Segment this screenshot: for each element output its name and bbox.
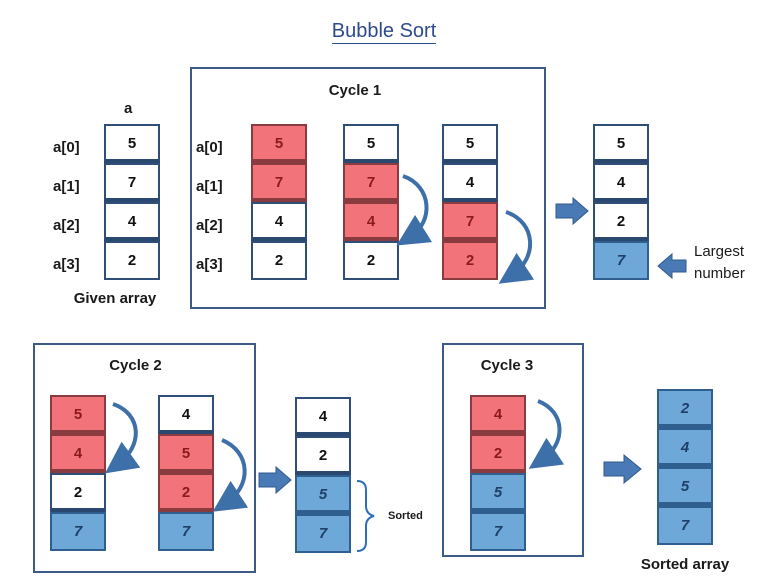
swap-cell: 4 — [50, 434, 106, 473]
cycle-1-heading: Cycle 1 — [328, 82, 382, 99]
array-cell: 5 — [104, 124, 160, 163]
index-label: a[1] — [53, 178, 80, 195]
sorted-array-column: 2 4 5 7 — [657, 389, 713, 545]
cycle-2-step-1-column: 5 4 2 7 — [50, 395, 106, 551]
cycle-2-step-2-column: 4 5 2 7 — [158, 395, 214, 551]
sorted-cell: 7 — [470, 512, 526, 551]
array-cell: 4 — [251, 202, 307, 241]
sorted-cell: 4 — [657, 428, 713, 467]
array-cell: 5 — [593, 124, 649, 163]
array-cell: 2 — [295, 436, 351, 475]
sorted-array-caption: Sorted array — [640, 556, 730, 573]
cycle-1-step-2-column: 5 7 4 2 — [343, 124, 399, 280]
swap-cell: 7 — [442, 202, 498, 241]
swap-cell: 5 — [158, 434, 214, 473]
sorted-cell: 5 — [470, 473, 526, 512]
swap-cell: 7 — [251, 163, 307, 202]
array-cell: 4 — [158, 395, 214, 434]
sorted-bracket-label: Sorted — [388, 510, 423, 522]
array-cell: 2 — [251, 241, 307, 280]
after-cycle-1-column: 5 4 2 7 — [593, 124, 649, 280]
array-cell: 2 — [50, 473, 106, 512]
array-cell: 5 — [343, 124, 399, 163]
sorted-cell: 2 — [657, 389, 713, 428]
swap-cell: 4 — [343, 202, 399, 241]
index-label: a[0] — [196, 139, 223, 156]
sorted-cell: 7 — [593, 241, 649, 280]
array-cell: 2 — [104, 241, 160, 280]
after-cycle-2-column: 4 2 5 7 — [295, 397, 351, 553]
array-cell: 4 — [104, 202, 160, 241]
array-cell: 7 — [104, 163, 160, 202]
cycle-3-step-1-column: 4 2 5 7 — [470, 395, 526, 551]
array-name-label: a — [124, 100, 133, 117]
index-label: a[3] — [53, 256, 80, 273]
swap-cell: 2 — [470, 434, 526, 473]
array-cell: 4 — [442, 163, 498, 202]
right-arrow-icon — [258, 465, 292, 495]
index-label: a[2] — [53, 217, 80, 234]
sorted-cell: 7 — [657, 506, 713, 545]
array-cell: 4 — [295, 397, 351, 436]
cycle-1-step-3-column: 5 4 7 2 — [442, 124, 498, 280]
right-arrow-icon — [555, 196, 589, 226]
array-cell: 2 — [343, 241, 399, 280]
diagram-title: Bubble Sort — [331, 20, 437, 44]
sorted-cell: 5 — [295, 475, 351, 514]
swap-cell: 5 — [50, 395, 106, 434]
array-cell: 4 — [593, 163, 649, 202]
sorted-cell: 7 — [295, 514, 351, 553]
sorted-cell: 5 — [657, 467, 713, 506]
swap-cell: 2 — [158, 473, 214, 512]
left-arrow-icon — [657, 252, 687, 280]
index-label: a[0] — [53, 139, 80, 156]
index-label: a[2] — [196, 217, 223, 234]
cycle-3-heading: Cycle 3 — [480, 357, 534, 374]
cycle-2-heading: Cycle 2 — [109, 357, 162, 374]
sorted-bracket-icon — [356, 480, 375, 552]
swap-cell: 7 — [343, 163, 399, 202]
swap-cell: 4 — [470, 395, 526, 434]
swap-cell: 2 — [442, 241, 498, 280]
swap-cell: 5 — [251, 124, 307, 163]
largest-number-note: Largest number — [694, 243, 745, 282]
index-label: a[1] — [196, 178, 223, 195]
sorted-cell: 7 — [158, 512, 214, 551]
given-array-caption: Given array — [73, 290, 157, 307]
right-arrow-icon — [603, 453, 642, 485]
index-label: a[3] — [196, 256, 223, 273]
array-cell: 5 — [442, 124, 498, 163]
array-cell: 2 — [593, 202, 649, 241]
given-array-column: 5 7 4 2 — [104, 124, 160, 280]
cycle-1-step-1-column: 5 7 4 2 — [251, 124, 307, 280]
sorted-cell: 7 — [50, 512, 106, 551]
